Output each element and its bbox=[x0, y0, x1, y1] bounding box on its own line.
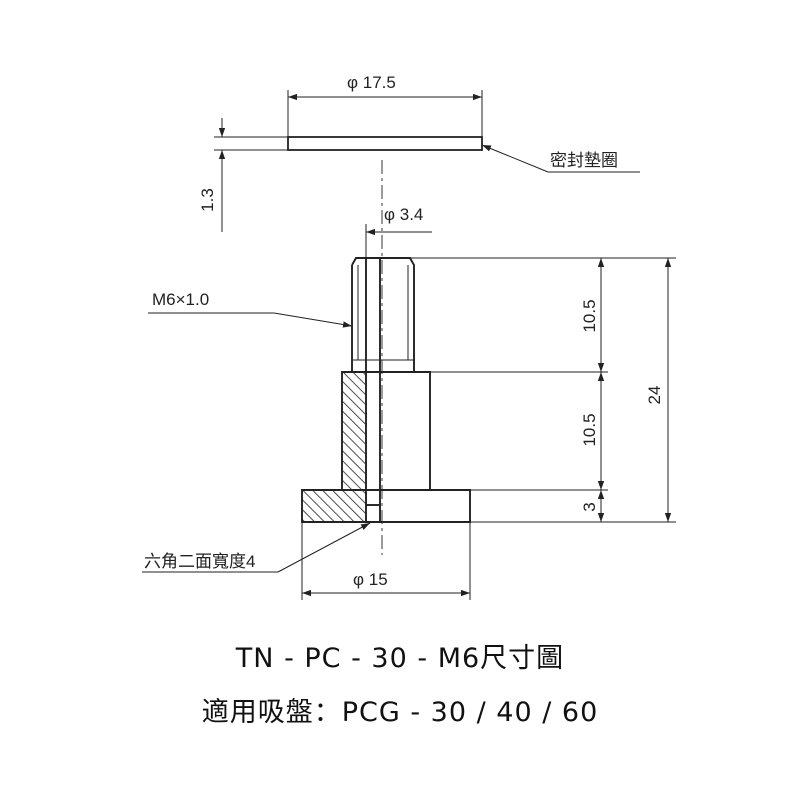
base-diameter-label: φ 15 bbox=[353, 570, 388, 589]
gasket-diameter-dim bbox=[287, 90, 483, 137]
section-hatch bbox=[302, 372, 366, 522]
thread-outline bbox=[351, 257, 415, 372]
gasket-thickness-label: 1.3 bbox=[198, 188, 217, 212]
thread-leader bbox=[148, 312, 353, 328]
gasket-diameter-label: φ 17.5 bbox=[347, 73, 396, 92]
length-middle-label: 10.5 bbox=[580, 413, 599, 446]
caption-model: TN - PC - 30 - M6尺寸圖 bbox=[235, 643, 565, 674]
length-top-label: 10.5 bbox=[580, 299, 599, 332]
gasket bbox=[287, 136, 483, 151]
hex-note-label: 六角二面寬度4 bbox=[144, 552, 255, 571]
gasket-thickness-dim bbox=[214, 118, 288, 232]
fitting-body bbox=[301, 257, 471, 523]
gasket-name-label: 密封墊圈 bbox=[550, 151, 618, 170]
gasket-body bbox=[287, 136, 483, 151]
gasket-leader bbox=[481, 144, 640, 173]
length-total-label: 24 bbox=[645, 386, 664, 405]
hole-diameter-label: φ 3.4 bbox=[384, 205, 423, 224]
thread-root-lines bbox=[352, 265, 414, 361]
base-diameter-dim bbox=[301, 522, 471, 600]
length-flange-label: 3 bbox=[580, 502, 599, 511]
hex-leader bbox=[142, 522, 371, 573]
hole-diameter-dim bbox=[365, 224, 432, 258]
length-dims bbox=[410, 257, 676, 523]
thread-label: M6×1.0 bbox=[152, 290, 209, 309]
caption-compatibility: 適用吸盤：PCG - 30 / 40 / 60 bbox=[201, 697, 599, 728]
